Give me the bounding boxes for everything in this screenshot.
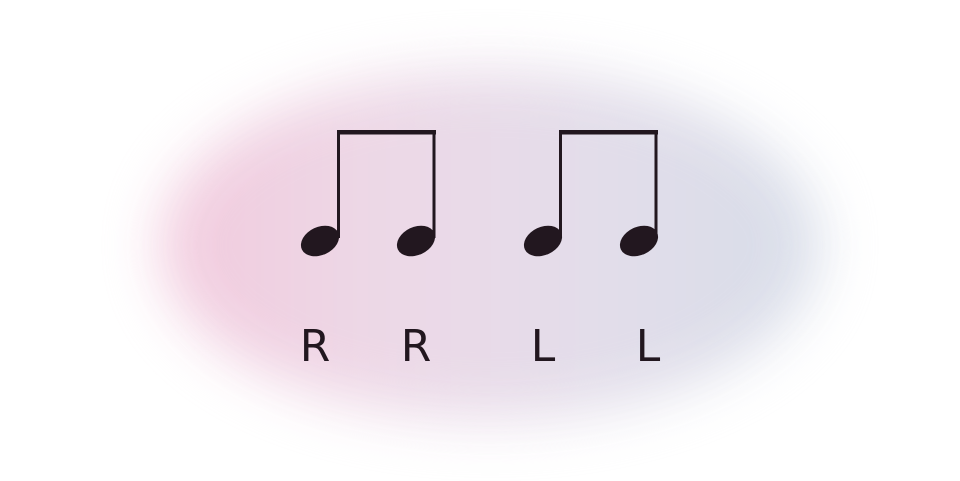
beam-1 [337,130,436,135]
sticking-label-2: R [400,321,432,372]
note-group-2 [523,130,659,257]
sticking-label-3: L [530,321,556,372]
sticking-label-4: L [635,321,661,372]
notehead-1 [300,225,340,257]
note-group-1 [300,130,436,257]
sticking-label-1: R [299,321,331,372]
notehead-2 [396,225,436,257]
background-glow [160,70,820,420]
notehead-3 [523,225,563,257]
beam-2 [559,130,658,135]
notehead-4 [619,225,659,257]
